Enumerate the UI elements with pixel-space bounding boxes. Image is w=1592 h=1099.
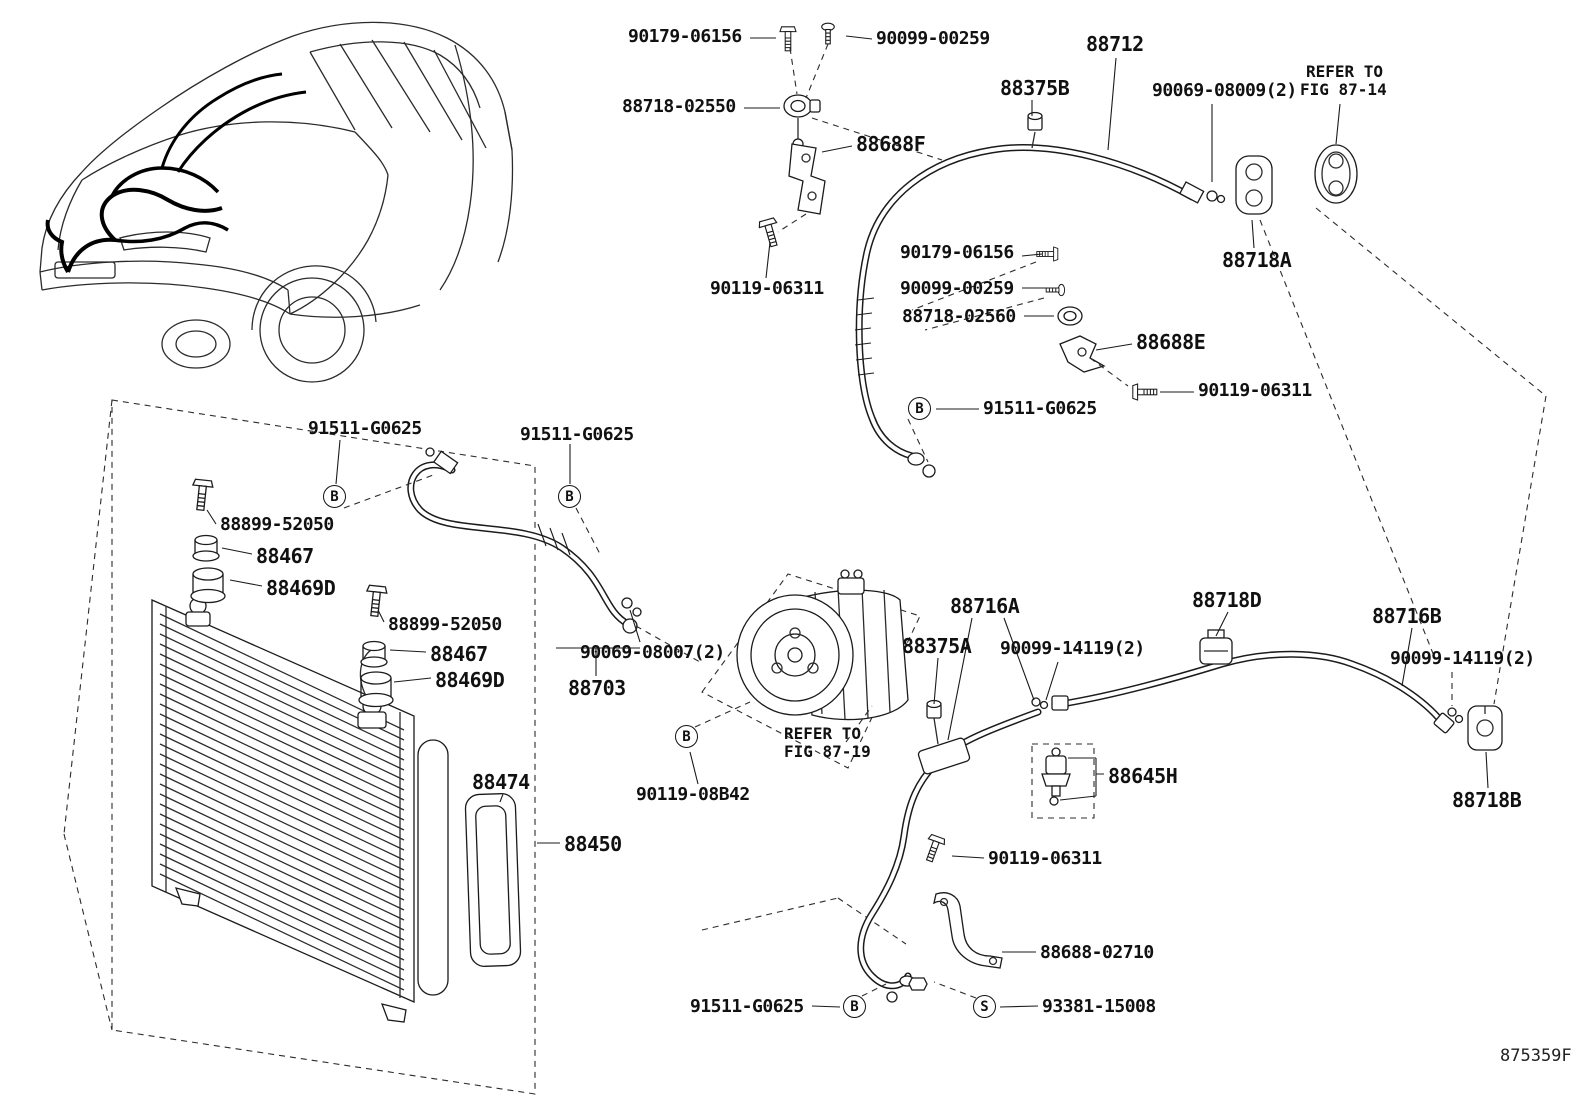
- car-sketch: [39, 21, 514, 383]
- part-label-90119-06311-left: 90119-06311: [710, 278, 824, 299]
- drier-88474: [464, 793, 522, 967]
- cap-88375B: [1027, 111, 1043, 131]
- part-label-88688F: 88688F: [856, 132, 926, 156]
- clamp-88718-02560: [1057, 306, 1083, 326]
- grommet-88467-left: [192, 534, 220, 562]
- cushion-88469D-right: [358, 671, 394, 708]
- nut-93381-15008: [908, 977, 928, 991]
- bolt-90119-06311-right: [1132, 383, 1158, 401]
- pipe-88716: [1058, 650, 1446, 726]
- figure-code: 875359F: [1500, 1046, 1572, 1066]
- part-label-88450: 88450: [564, 832, 622, 856]
- callout-b-3: B: [558, 485, 581, 508]
- refer-fig-87-19-line1: REFER TO: [784, 724, 862, 743]
- part-label-88718A: 88718A: [1222, 248, 1292, 272]
- part-label-88899-52050-right: 88899-52050: [388, 614, 502, 635]
- grommet-oval-fig87-14: [1314, 144, 1358, 204]
- part-label-88718B: 88718B: [1452, 788, 1522, 812]
- part-label-90099-00259-mid: 90099-00259: [900, 278, 1014, 299]
- bolt-88899-52050-left: [189, 478, 215, 512]
- part-label-90179-06156-mid: 90179-06156: [900, 242, 1014, 263]
- bolt-90119-06311-bottom: [920, 833, 947, 865]
- part-label-88716A: 88716A: [950, 594, 1020, 618]
- refer-fig-87-14-line1: REFER TO: [1306, 62, 1384, 81]
- screw-90099-00259-mid: [1045, 283, 1066, 297]
- callout-s-1: S: [973, 995, 996, 1018]
- part-label-88467-right: 88467: [430, 642, 488, 666]
- clamp-88718D: [1199, 629, 1233, 665]
- part-label-91511-G0625-b3: 91511-G0625: [520, 424, 634, 445]
- sensor-88645H: [1041, 747, 1071, 806]
- part-label-88375A: 88375A: [902, 634, 972, 658]
- part-label-88375B: 88375B: [1000, 76, 1070, 100]
- grommet-88467-right: [360, 640, 388, 668]
- part-label-90119-06311-right: 90119-06311: [1198, 380, 1312, 401]
- bracket-88688F: [788, 143, 826, 215]
- engine-harness: [45, 72, 307, 274]
- part-label-88688-02710: 88688-02710: [1040, 942, 1154, 963]
- condenser: [151, 597, 449, 1023]
- condenser-receiver-tube: [417, 739, 449, 996]
- condenser-mount-hardware: [189, 478, 394, 708]
- part-label-88645H: 88645H: [1108, 764, 1178, 788]
- bolt-88899-52050-right: [363, 584, 389, 618]
- part-label-88718D: 88718D: [1192, 588, 1262, 612]
- part-label-90099-00259-top: 90099-00259: [876, 28, 990, 49]
- refer-fig-87-14-line2: FIG 87-14: [1300, 80, 1387, 99]
- part-label-93381-15008: 93381-15008: [1042, 996, 1156, 1017]
- part-label-88716B: 88716B: [1372, 604, 1442, 628]
- bracket-88688-02710: [933, 892, 1003, 969]
- callout-b-4: B: [675, 725, 698, 748]
- part-label-88899-52050-left: 88899-52050: [220, 514, 334, 535]
- grommet-88718A: [1235, 155, 1273, 215]
- part-label-90069-08009: 90069-08009(2): [1152, 80, 1297, 101]
- part-label-90069-08007: 90069-08007(2): [580, 642, 725, 663]
- part-label-90119-06311-bottom: 90119-06311: [988, 848, 1102, 869]
- part-label-88712: 88712: [1086, 32, 1144, 56]
- part-label-88718-02560: 88718-02560: [902, 306, 1016, 327]
- bolt-90179-06156-top: [779, 26, 797, 52]
- part-label-88718-02550: 88718-02550: [622, 96, 736, 117]
- hose-88703: [407, 461, 632, 628]
- part-label-91511-G0625-b2: 91511-G0625: [308, 418, 422, 439]
- callout-b-1: B: [908, 397, 931, 420]
- leader-lines: [206, 35, 1489, 1008]
- dashed-boundaries: [63, 207, 1547, 1095]
- callout-b-5: B: [843, 995, 866, 1018]
- refer-fig-87-19-line2: FIG 87-19: [784, 742, 871, 761]
- small-parts: [425, 22, 1503, 1003]
- part-label-90119-08B42: 90119-08B42: [636, 784, 750, 805]
- oring-91511-top: [922, 464, 936, 478]
- oring-88645H: [1049, 796, 1059, 806]
- part-label-90099-14119-left: 90099-14119(2): [1000, 638, 1145, 659]
- part-label-91511-G0625-b1: 91511-G0625: [983, 398, 1097, 419]
- cushion-88469D-left: [190, 567, 226, 604]
- bracket-88688E: [1059, 335, 1106, 373]
- callout-b-2: B: [323, 485, 346, 508]
- oring-90069-08009: [1206, 190, 1218, 202]
- part-label-88474: 88474: [472, 770, 530, 794]
- oring-90099-14119-right: [1447, 707, 1457, 717]
- part-label-88703: 88703: [568, 676, 626, 700]
- part-label-90099-14119-right: 90099-14119(2): [1390, 648, 1535, 669]
- screw-90099-00259-top: [821, 22, 835, 45]
- part-label-91511-G0625-bottom: 91511-G0625: [690, 996, 804, 1017]
- clamp-88718B: [1467, 705, 1503, 751]
- part-label-88467-left: 88467: [256, 544, 314, 568]
- part-label-88469D-left: 88469D: [266, 576, 336, 600]
- part-label-88688E: 88688E: [1136, 330, 1206, 354]
- compressor: [736, 569, 909, 721]
- oring-91511-bottom: [886, 991, 898, 1003]
- clamp-88718-02550: [783, 94, 821, 118]
- part-label-88469D-right: 88469D: [435, 668, 505, 692]
- valve-block: [917, 737, 971, 775]
- part-label-90179-06156-top: 90179-06156: [628, 26, 742, 47]
- oring-90069-08007: [621, 597, 633, 609]
